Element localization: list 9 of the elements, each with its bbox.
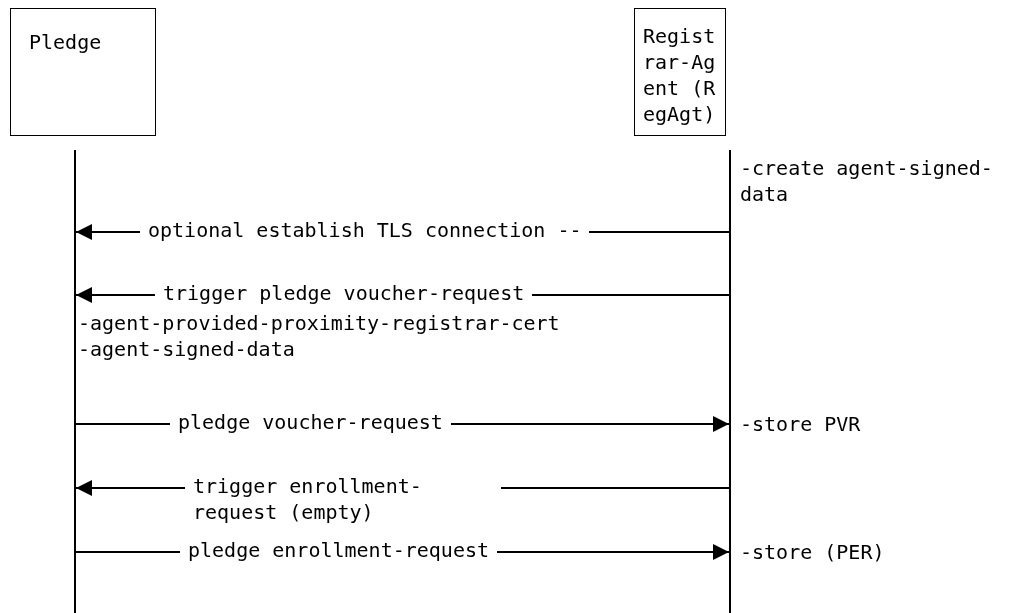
note-text: -create agent-signed-data bbox=[740, 155, 994, 207]
note-text: -store (PER) bbox=[740, 539, 885, 565]
lifeline bbox=[74, 150, 76, 613]
participant-box: Pledge bbox=[10, 8, 156, 136]
note-text: -store PVR bbox=[740, 411, 861, 437]
participant-box: Registrar-Agent (RegAgt) bbox=[634, 8, 726, 136]
parameter-text: -agent-signed-data bbox=[78, 336, 295, 362]
lifeline bbox=[729, 150, 731, 613]
parameter-text: -agent-provided-proximity-registrar-cert bbox=[78, 310, 560, 336]
